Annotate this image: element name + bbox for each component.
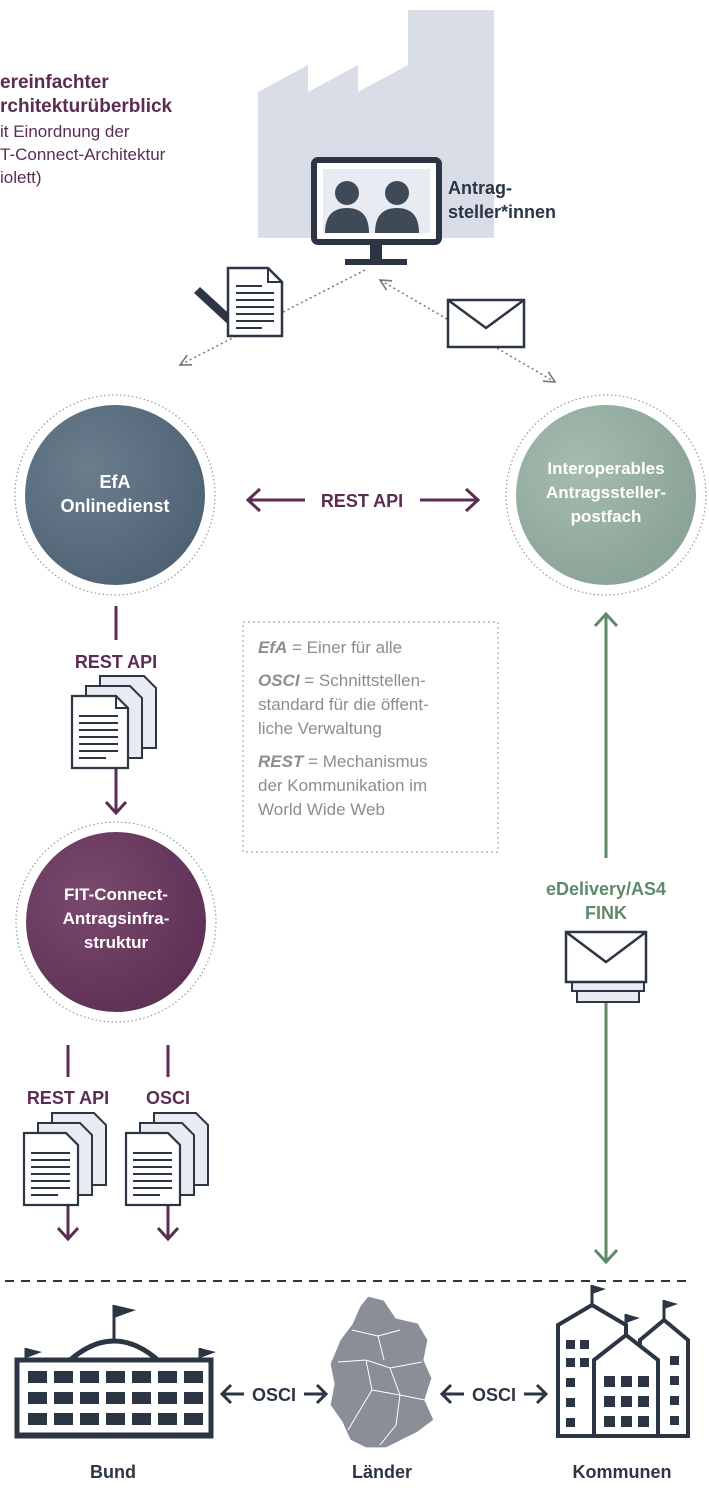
efa-fit-connector [104,606,128,816]
node-fit-connect: FIT-Connect- Antragsinfra- struktur [15,821,217,1023]
efa-label-2: Onlinedienst [60,496,169,516]
label-kommunen: Kommunen [573,1462,672,1482]
document-stack-icon-rest [22,1112,107,1207]
postfach-label-1: Interoperables [547,459,664,478]
legend-osci: OSCI = Schnittstellen- [258,671,426,690]
monitor-icon [311,157,442,265]
osci-laender-kommunen [439,1383,549,1405]
label-laender: Länder [352,1462,412,1482]
node-efa-onlinedienst: EfA Onlinedienst [14,394,216,596]
fit-label-3: struktur [84,933,149,952]
fit-label-1: FIT-Connect- [64,885,168,904]
subtitle-line-2: T-Connect-Architektur [0,145,166,164]
title-line-1: ereinfachter [0,72,109,93]
document-stack-icon [70,675,157,770]
rest-api-label-efa-fit: REST API [75,652,157,672]
envelope-icon [446,298,526,349]
legend-osci-2: standard für die öffent- [258,695,429,714]
germany-map-icon [329,1295,435,1449]
users-label-2: steller*innen [448,202,556,222]
postfach-label-2: Antragssteller- [546,483,666,502]
postfach-label-3: postfach [571,507,642,526]
osci-bund-laender [219,1383,329,1405]
edelivery-connector [593,611,619,1265]
bund-building-icon [14,1305,216,1439]
subtitle-line-1: it Einordnung der [0,122,130,141]
legend-osci-3: liche Verwaltung [258,719,382,738]
fit-output-connectors [56,1045,180,1242]
form-document-icon [226,266,284,338]
users-label-1: Antrag- [448,178,512,198]
fit-label-2: Antragsinfra- [63,909,170,928]
osci-label-laender-kommunen: OSCI [472,1385,516,1405]
rest-api-label-bund: REST API [27,1088,109,1108]
title-line-2: rchitekturüberblick [0,96,173,117]
subtitle-line-3: iolett) [0,168,42,187]
kommunen-building-icon [556,1285,690,1438]
legend-rest: REST = Mechanismus [258,752,428,771]
node-antragsstellerpostfach: Interoperables Antragssteller- postfach [505,394,707,596]
fink-label: FINK [585,903,627,923]
edelivery-label: eDelivery/AS4 [546,879,666,899]
rest-api-label-top: REST API [321,491,403,511]
label-bund: Bund [90,1462,136,1482]
legend-rest-2: der Kommunikation im [258,776,427,795]
title-block: ereinfachter rchitekturüberblick it Eino… [0,72,173,187]
osci-label-fit: OSCI [146,1088,190,1108]
osci-label-bund-laender: OSCI [252,1385,296,1405]
legend-rest-3: World Wide Web [258,800,385,819]
flag-icon [114,1305,136,1318]
envelope-stack-icon [564,930,648,1003]
rest-api-link [245,487,481,513]
legend-box: EfA = Einer für alle OSCI = Schnittstell… [242,621,499,853]
efa-label-1: EfA [100,472,131,492]
legend-efa: EfA = Einer für alle [258,638,402,657]
document-stack-icon-osci [124,1112,209,1207]
